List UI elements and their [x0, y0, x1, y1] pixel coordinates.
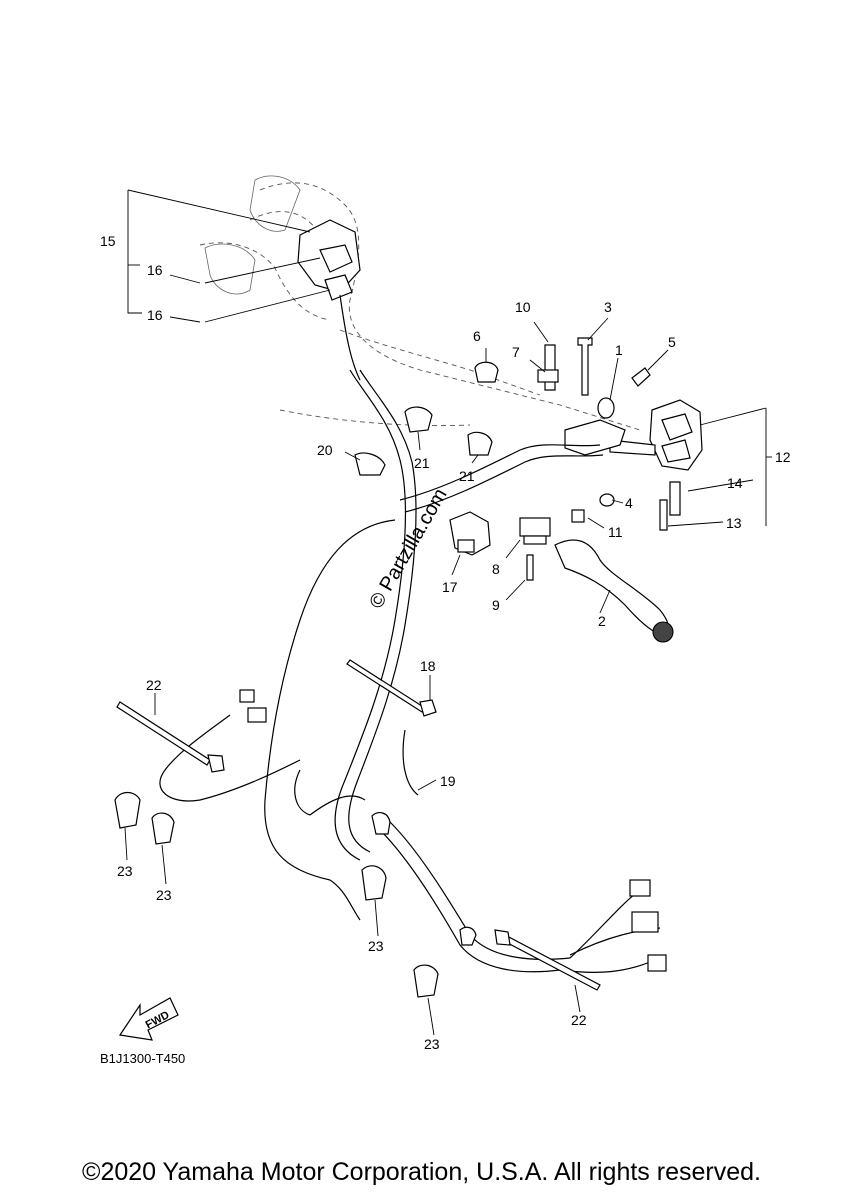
callout-10: 10 [515, 299, 531, 315]
callout-20: 20 [317, 442, 333, 458]
clamps-and-relay [354, 406, 493, 556]
right-handlebar-switch [609, 399, 703, 471]
left-handlebar-switch [297, 219, 361, 381]
wire-harness [159, 369, 667, 973]
callout-16a: 16 [147, 262, 163, 278]
callout-23a: 23 [117, 863, 133, 879]
callout-11: 11 [608, 524, 623, 540]
callout-1: 1 [615, 342, 623, 358]
callout-2: 2 [598, 613, 606, 629]
callout-5: 5 [668, 334, 676, 350]
callout-17: 17 [442, 579, 458, 595]
leader-lines [124, 189, 772, 1036]
handlebar-ghost-outline [199, 175, 641, 431]
callout-8: 8 [492, 561, 500, 577]
callout-23d: 23 [424, 1036, 440, 1052]
callout-23c: 23 [368, 938, 384, 954]
callout-numbers: 1 2 3 4 5 6 7 8 9 10 11 12 13 14 15 16 1… [100, 233, 791, 1052]
copyright-notice: ©2020 Yamaha Motor Corporation, U.S.A. A… [82, 1158, 761, 1186]
callout-3: 3 [604, 299, 612, 315]
callout-6: 6 [473, 328, 481, 344]
callout-14: 14 [727, 475, 743, 491]
callout-21a: 21 [414, 455, 430, 471]
watermark: © Partzilla.com [365, 485, 451, 613]
callout-19: 19 [440, 773, 456, 789]
callout-15: 15 [100, 233, 116, 249]
brake-lever [554, 539, 674, 643]
fwd-arrow: FWD [118, 997, 179, 1041]
lever-bracket [474, 337, 681, 531]
callout-23b: 23 [156, 887, 172, 903]
callout-22a: 22 [146, 677, 162, 693]
parts-diagram: FWD © Partzilla.com 1 2 3 4 5 6 7 8 9 10… [100, 175, 791, 1066]
callout-4: 4 [625, 495, 633, 511]
callout-13: 13 [726, 515, 742, 531]
stop-switch [519, 517, 551, 581]
callout-12: 12 [775, 449, 791, 465]
diagram-code: B1J1300-T450 [100, 1051, 185, 1066]
harness-clamps [114, 791, 477, 998]
callout-16b: 16 [147, 307, 163, 323]
callout-9: 9 [492, 597, 500, 613]
callout-22b: 22 [571, 1012, 587, 1028]
callout-21b: 21 [459, 468, 475, 484]
callout-7: 7 [512, 344, 520, 360]
callout-18: 18 [420, 658, 436, 674]
cable-ties [116, 659, 601, 991]
